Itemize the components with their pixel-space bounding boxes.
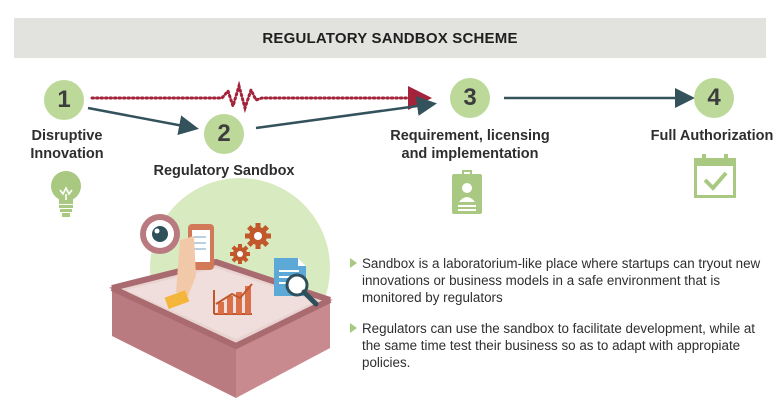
gear-icon xyxy=(245,223,271,249)
step-4-circle: 4 xyxy=(694,78,734,118)
dotted-risk-path xyxy=(90,80,432,114)
bar-chart-icon xyxy=(213,283,253,315)
banner-title: REGULATORY SANDBOX SCHEME xyxy=(262,29,518,47)
magnifier-icon xyxy=(285,273,319,307)
gear-icon xyxy=(230,244,250,264)
bullet-arrow-icon xyxy=(350,258,357,268)
step-2-circle: 2 xyxy=(204,114,244,154)
description-list: Sandbox is a laboratorium-like place whe… xyxy=(350,255,770,385)
step-2-label-line-1: Regulatory Sandbox xyxy=(153,163,295,179)
step-3-label-line-1: Requirement, licensing xyxy=(390,128,550,144)
step-3-number: 3 xyxy=(463,84,477,111)
step-4-number: 4 xyxy=(707,84,721,111)
list-item: Sandbox is a laboratorium-like place whe… xyxy=(350,255,770,306)
step-2-number: 2 xyxy=(217,120,231,147)
eye-icon xyxy=(140,214,180,254)
title-banner: REGULATORY SANDBOX SCHEME xyxy=(14,18,766,58)
arrow-1-to-2 xyxy=(87,106,199,136)
sandbox-box-right xyxy=(236,300,330,398)
sandbox-illustration xyxy=(109,178,333,398)
bullet-arrow-icon xyxy=(350,323,357,333)
step-1-label: Disruptive Innovation xyxy=(18,127,116,163)
step-4-label-line-1: Full Authorization xyxy=(650,128,774,144)
list-item: Regulators can use the sandbox to facili… xyxy=(350,320,770,371)
arrow-2-to-3 xyxy=(255,96,437,130)
step-1-label-line-2: Innovation xyxy=(30,146,104,162)
phone-icon xyxy=(164,224,214,310)
step-2-label: Regulatory Sandbox xyxy=(146,162,302,180)
step-1-number: 1 xyxy=(57,86,71,113)
bullet-text-2: Regulators can use the sandbox to facili… xyxy=(362,321,756,370)
step-3-circle: 3 xyxy=(450,78,490,118)
lightbulb-icon xyxy=(51,171,81,217)
sandbox-box-left xyxy=(112,288,236,398)
bullet-text-1: Sandbox is a laboratorium-like place whe… xyxy=(362,256,761,305)
step-3-label: Requirement, licensing and implementatio… xyxy=(380,127,560,163)
step-4-label: Full Authorization xyxy=(646,127,778,145)
step-1-circle: 1 xyxy=(44,80,84,120)
id-badge-icon xyxy=(452,170,482,214)
calendar-check-icon xyxy=(694,154,736,198)
step-3-label-line-2: and implementation xyxy=(401,146,539,162)
step-1-label-line-1: Disruptive xyxy=(31,128,103,144)
